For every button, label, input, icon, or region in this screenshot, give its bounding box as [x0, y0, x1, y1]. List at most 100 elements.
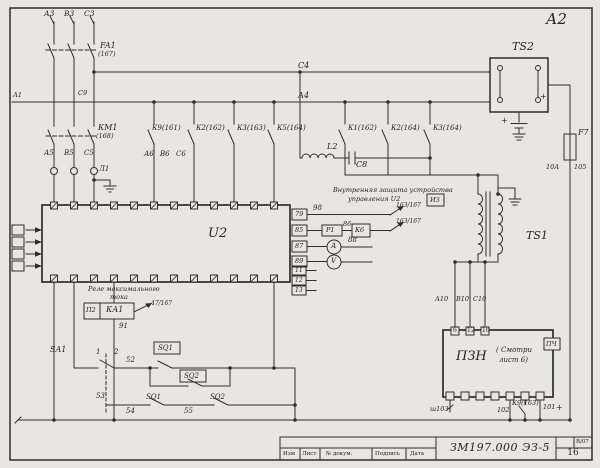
protection-note-line1: Внутренняя защита устройства — [333, 186, 453, 194]
km1-label: КМ1 — [98, 123, 118, 132]
fa1-label: FA1 — [100, 41, 116, 50]
k6-label: К6 — [355, 226, 365, 234]
terminal-12: 12 — [295, 277, 303, 284]
wire-label-sh103: ш103 — [430, 405, 449, 413]
col-data: Дата — [410, 451, 425, 457]
phase-label-b3: В3 — [64, 9, 75, 18]
pch-box-label: ПЧ — [546, 340, 557, 348]
pzn-terminal-6: 6 — [453, 327, 457, 334]
wire-label-102: 102 — [497, 406, 510, 414]
u2-right-terminals — [291, 193, 445, 296]
ka1-label: КА1 — [106, 305, 124, 314]
sq2-box-label: SQ2 — [184, 372, 199, 380]
col-podpis: Подпись — [375, 451, 400, 457]
contact-k5-164: К5(164) — [277, 124, 306, 132]
contact-k2-162: К2(162) — [196, 124, 225, 132]
iz-box-label: ИЗ — [430, 196, 440, 204]
sheet-number: 16 — [567, 448, 579, 458]
wire-label-c5: С5 — [84, 149, 94, 157]
col-dokum: № докум. — [326, 451, 353, 457]
relay-note-line1: Реле максимального — [88, 285, 160, 293]
km1-ref: (168) — [96, 132, 114, 140]
ref-163-167-1: 163/167 — [396, 202, 421, 209]
terminal-85: 85 — [295, 226, 304, 234]
wire-label-91: 91 — [119, 322, 128, 330]
sheet-code: А2 — [546, 10, 567, 28]
ref-163-167-2: 163/167 — [396, 218, 421, 225]
pzn-block — [442, 326, 561, 421]
pzn-terminal-12: 12 — [467, 327, 475, 334]
l2-label: L2 — [327, 142, 338, 151]
wire-label-c9: С9 — [78, 89, 88, 97]
wire-label-55: 55 — [184, 407, 193, 415]
drawing-frame — [9, 7, 593, 461]
bus-c4-a4 — [11, 71, 491, 103]
ka1-relay — [83, 281, 152, 421]
wire-label-88: 88 — [348, 236, 357, 244]
wire-label-86: 86 — [343, 220, 352, 228]
p2-box-label: П2 — [86, 306, 96, 314]
junction-dots — [52, 70, 572, 422]
ts1-transformer — [454, 187, 522, 328]
wire-label-a5: А5 — [44, 149, 54, 157]
sq1-box-label: SQ1 — [158, 344, 173, 352]
terminal-13: 13 — [295, 287, 303, 294]
ts2-plus-mark: + — [540, 92, 547, 101]
contact-k1-162: К1(162) — [348, 124, 377, 132]
contact-k2-164: К2(164) — [391, 124, 420, 132]
col-izm: Изм — [283, 451, 296, 457]
doc-number: ЗМ197.000 ЭЗ-5 — [449, 441, 551, 454]
title-block-grid — [279, 436, 593, 461]
ref-47-167: 47/167 — [151, 300, 173, 307]
phase-label-c3: С3 — [84, 9, 95, 18]
terminal-79: 79 — [295, 210, 304, 218]
sa1-label: SA1 — [50, 345, 67, 354]
contact-k9-161: К9(161) — [152, 124, 181, 132]
wire-label-c4: С4 — [298, 61, 310, 70]
relay-note-line2: тока — [110, 293, 128, 301]
wire-label-b5: В5 — [64, 149, 74, 157]
l2-c8-network — [299, 71, 431, 165]
pzn-note-line2: лист 6) — [499, 356, 528, 364]
fa1-ref: (167) — [98, 50, 116, 58]
terminal-87: 87 — [295, 242, 304, 250]
voltmeter-label: V — [331, 257, 337, 265]
wire-label-a10: А10 — [435, 295, 449, 303]
ts2-label: TS2 — [512, 40, 534, 53]
protection-note-line2: управления U2 — [348, 195, 401, 203]
wire-label-52: 52 — [126, 356, 135, 364]
wire-label-98: 98 — [313, 204, 322, 212]
r1-label: Р1 — [326, 226, 335, 234]
pzn-terminal-16: 16 — [482, 327, 490, 334]
col-list: Лист — [302, 451, 317, 457]
pzn-note-line1: ( Смотри — [496, 346, 532, 354]
fuse-rating-label: 10А — [546, 163, 560, 171]
l1-label: Л1 — [99, 165, 110, 173]
phase-label-a3: А3 — [44, 9, 55, 18]
wire-label-101: 101 — [543, 403, 556, 411]
contact-k3-163: К3(163) — [237, 124, 266, 132]
wire-label-b10: В10 — [456, 295, 470, 303]
ammeter-label: А — [331, 242, 337, 250]
f7-label: F7 — [578, 128, 589, 137]
sq2-contact-label: SQ2 — [210, 393, 225, 401]
plus-mark: + — [556, 403, 563, 412]
contact-k9-163: К9(163) — [512, 399, 539, 407]
ts2-block — [489, 57, 577, 421]
contact-num-1: 1 — [96, 348, 101, 356]
u2-label: U2 — [208, 226, 228, 241]
u2-block — [11, 201, 291, 283]
sq1-contact-label: SQ1 — [146, 393, 161, 401]
battery-plus-mark: + — [501, 116, 508, 125]
title-code: В/07 — [576, 439, 589, 445]
wire-label-c6: С6 — [176, 150, 186, 158]
wire-label-a1: А1 — [13, 91, 23, 99]
k-contact-branches — [147, 101, 499, 203]
terminal-11: 11 — [295, 267, 303, 274]
wire-label-53: 53 — [96, 392, 105, 400]
phase-feeders — [45, 15, 117, 203]
pzn-label: ПЗН — [456, 349, 487, 364]
contact-num-2: 2 — [114, 348, 119, 356]
